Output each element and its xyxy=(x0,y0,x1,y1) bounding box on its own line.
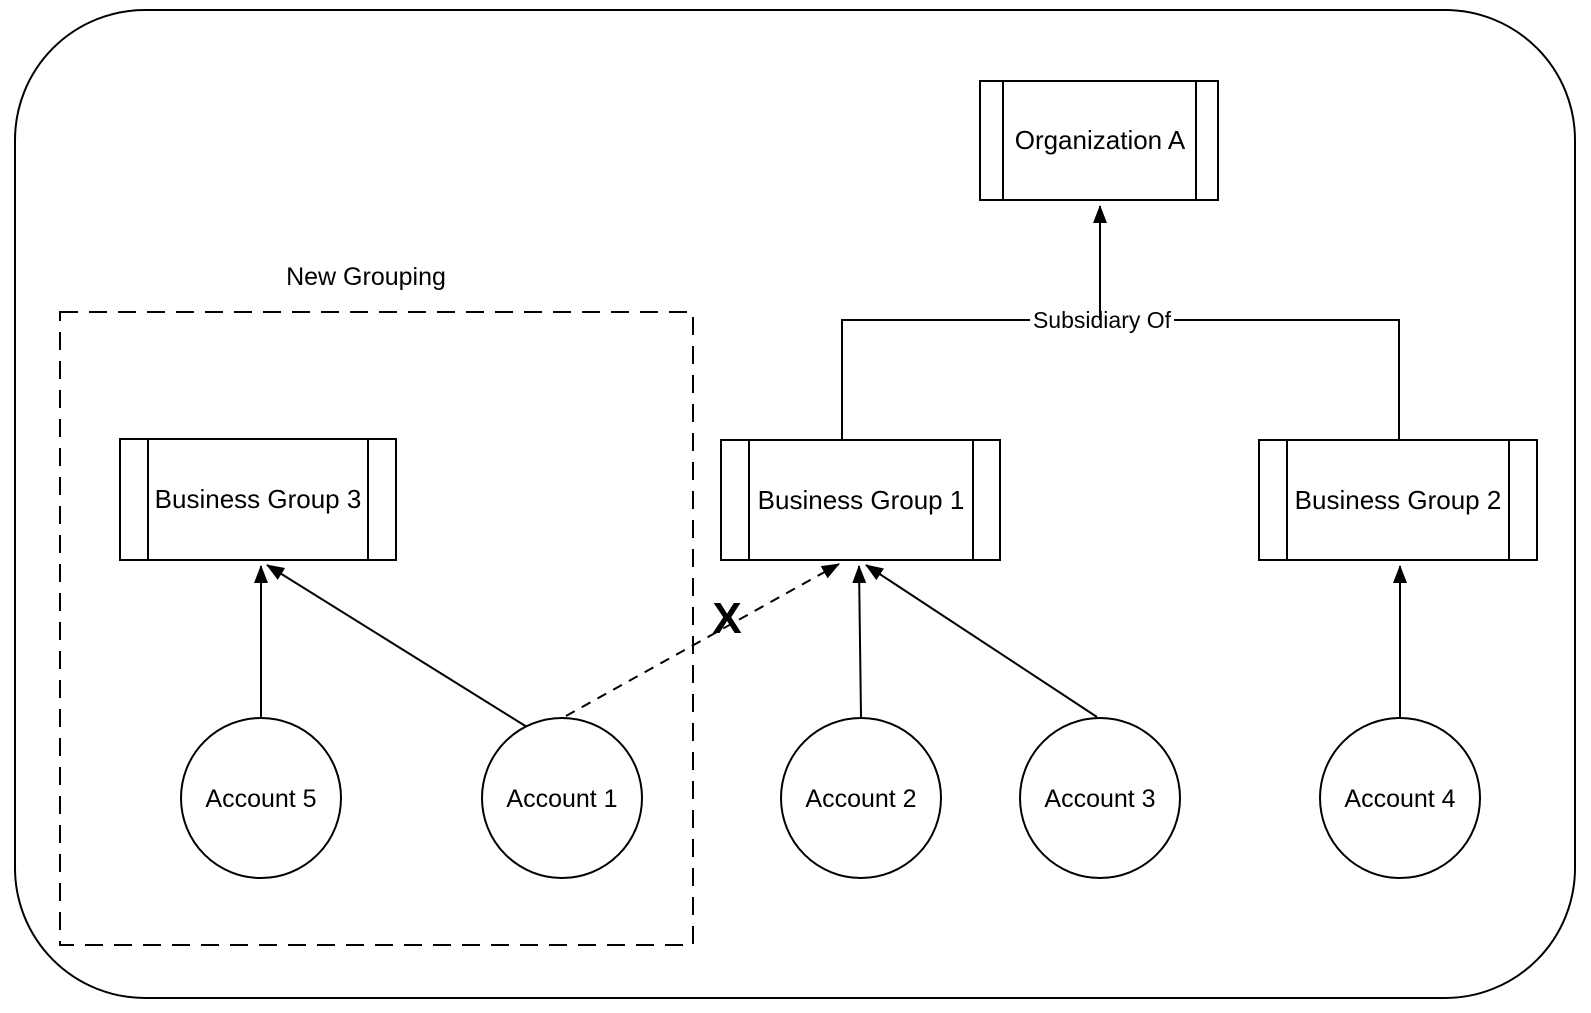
node-account-2: Account 2 xyxy=(780,717,942,879)
edge-account1-to-bg1-dashed xyxy=(565,563,840,717)
edge-subsidiary-tree xyxy=(841,319,1400,440)
node-business-group-3: Business Group 3 xyxy=(119,438,397,561)
new-grouping-label: New Grouping xyxy=(286,263,446,291)
edge-account2-to-bg1 xyxy=(852,565,867,718)
account-3-label: Account 3 xyxy=(1044,785,1155,813)
account-1-circle xyxy=(481,717,643,879)
business-group-1-label: Business Group 1 xyxy=(758,485,965,515)
business-group-2-label: Business Group 2 xyxy=(1295,485,1502,515)
node-account-4: Account 4 xyxy=(1319,717,1481,879)
account-4-label: Account 4 xyxy=(1344,785,1455,813)
account-2-circle xyxy=(780,717,942,879)
organization-boundary xyxy=(14,9,1576,999)
edge-label-backing xyxy=(1030,306,1174,334)
new-grouping-box xyxy=(59,311,694,946)
account-2-label: Account 2 xyxy=(805,785,916,813)
account-5-label: Account 5 xyxy=(205,785,316,813)
organization-a-label: Organization A xyxy=(1015,125,1186,155)
node-business-group-2: Business Group 2 xyxy=(1258,439,1538,561)
business-group-3-label: Business Group 3 xyxy=(155,484,362,514)
account-4-circle xyxy=(1319,717,1481,879)
business-group-1-box xyxy=(720,439,1001,561)
node-organization-a: Organization A xyxy=(979,80,1219,201)
account-1-label: Account 1 xyxy=(506,785,617,813)
subsidiary-of-label: Subsidiary Of xyxy=(1033,307,1172,333)
business-group-2-box xyxy=(1258,439,1538,561)
business-group-3-box xyxy=(119,438,397,561)
organization-a-box xyxy=(979,80,1219,201)
edge-account3-to-bg1 xyxy=(865,564,1098,718)
node-account-1: Account 1 xyxy=(481,717,643,879)
account-5-circle xyxy=(180,717,342,879)
account-3-circle xyxy=(1019,717,1181,879)
node-account-5: Account 5 xyxy=(180,717,342,879)
node-account-3: Account 3 xyxy=(1019,717,1181,879)
edge-account1-to-bg3 xyxy=(266,564,528,728)
node-business-group-1: Business Group 1 xyxy=(720,439,1001,561)
rejection-x-mark: X xyxy=(712,594,741,643)
